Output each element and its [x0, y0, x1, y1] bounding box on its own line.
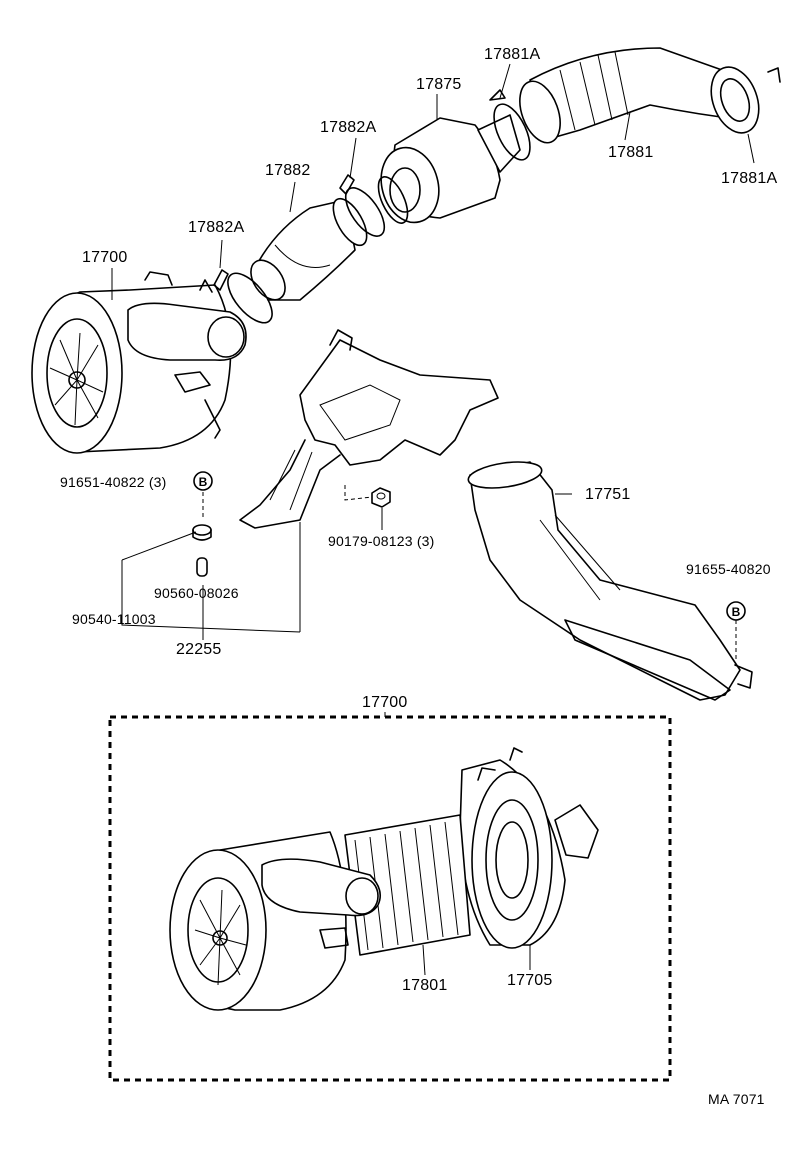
- label-90540: 90540-11003: [72, 611, 156, 627]
- nut-90179: [371, 487, 391, 508]
- marker-b1: B: [193, 471, 213, 491]
- marker-b1-text: B: [199, 475, 208, 489]
- label-17881: 17881: [608, 144, 654, 161]
- label-17882a-left: 17882A: [188, 219, 245, 236]
- label-90560: 90560-08026: [154, 585, 239, 601]
- air-cleaner-assembly-top: [31, 271, 247, 454]
- label-17751: 17751: [585, 486, 631, 503]
- grommet-90540: [192, 524, 212, 541]
- label-90179: 90179-08123 (3): [328, 533, 435, 549]
- marker-b2: B: [726, 601, 746, 621]
- resonator-17875: [377, 114, 521, 224]
- leader-lines: [111, 63, 755, 976]
- diagram-code: MA 7071: [708, 1091, 765, 1107]
- label-17875: 17875: [416, 76, 462, 93]
- label-91655: 91655-40820: [686, 561, 771, 577]
- label-91651: 91651-40822 (3): [60, 474, 167, 490]
- label-17801: 17801: [402, 977, 448, 994]
- label-17882a-top: 17882A: [320, 119, 377, 136]
- label-17881a-top: 17881A: [484, 46, 541, 63]
- air-cleaner-exploded: [169, 747, 599, 1011]
- bracket-22255: [239, 329, 499, 529]
- label-17881a-right: 17881A: [721, 170, 778, 187]
- label-22255: 22255: [176, 641, 222, 658]
- label-17882: 17882: [265, 162, 311, 179]
- intake-duct-17881: [489, 47, 781, 161]
- label-17705: 17705: [507, 972, 553, 989]
- marker-b2-text: B: [732, 605, 741, 619]
- intake-hose-17882: [213, 174, 386, 324]
- air-duct-17751: [467, 461, 753, 701]
- label-17700-top: 17700: [82, 249, 128, 266]
- collar-90560: [196, 557, 208, 577]
- label-17700-box: 17700: [362, 694, 408, 711]
